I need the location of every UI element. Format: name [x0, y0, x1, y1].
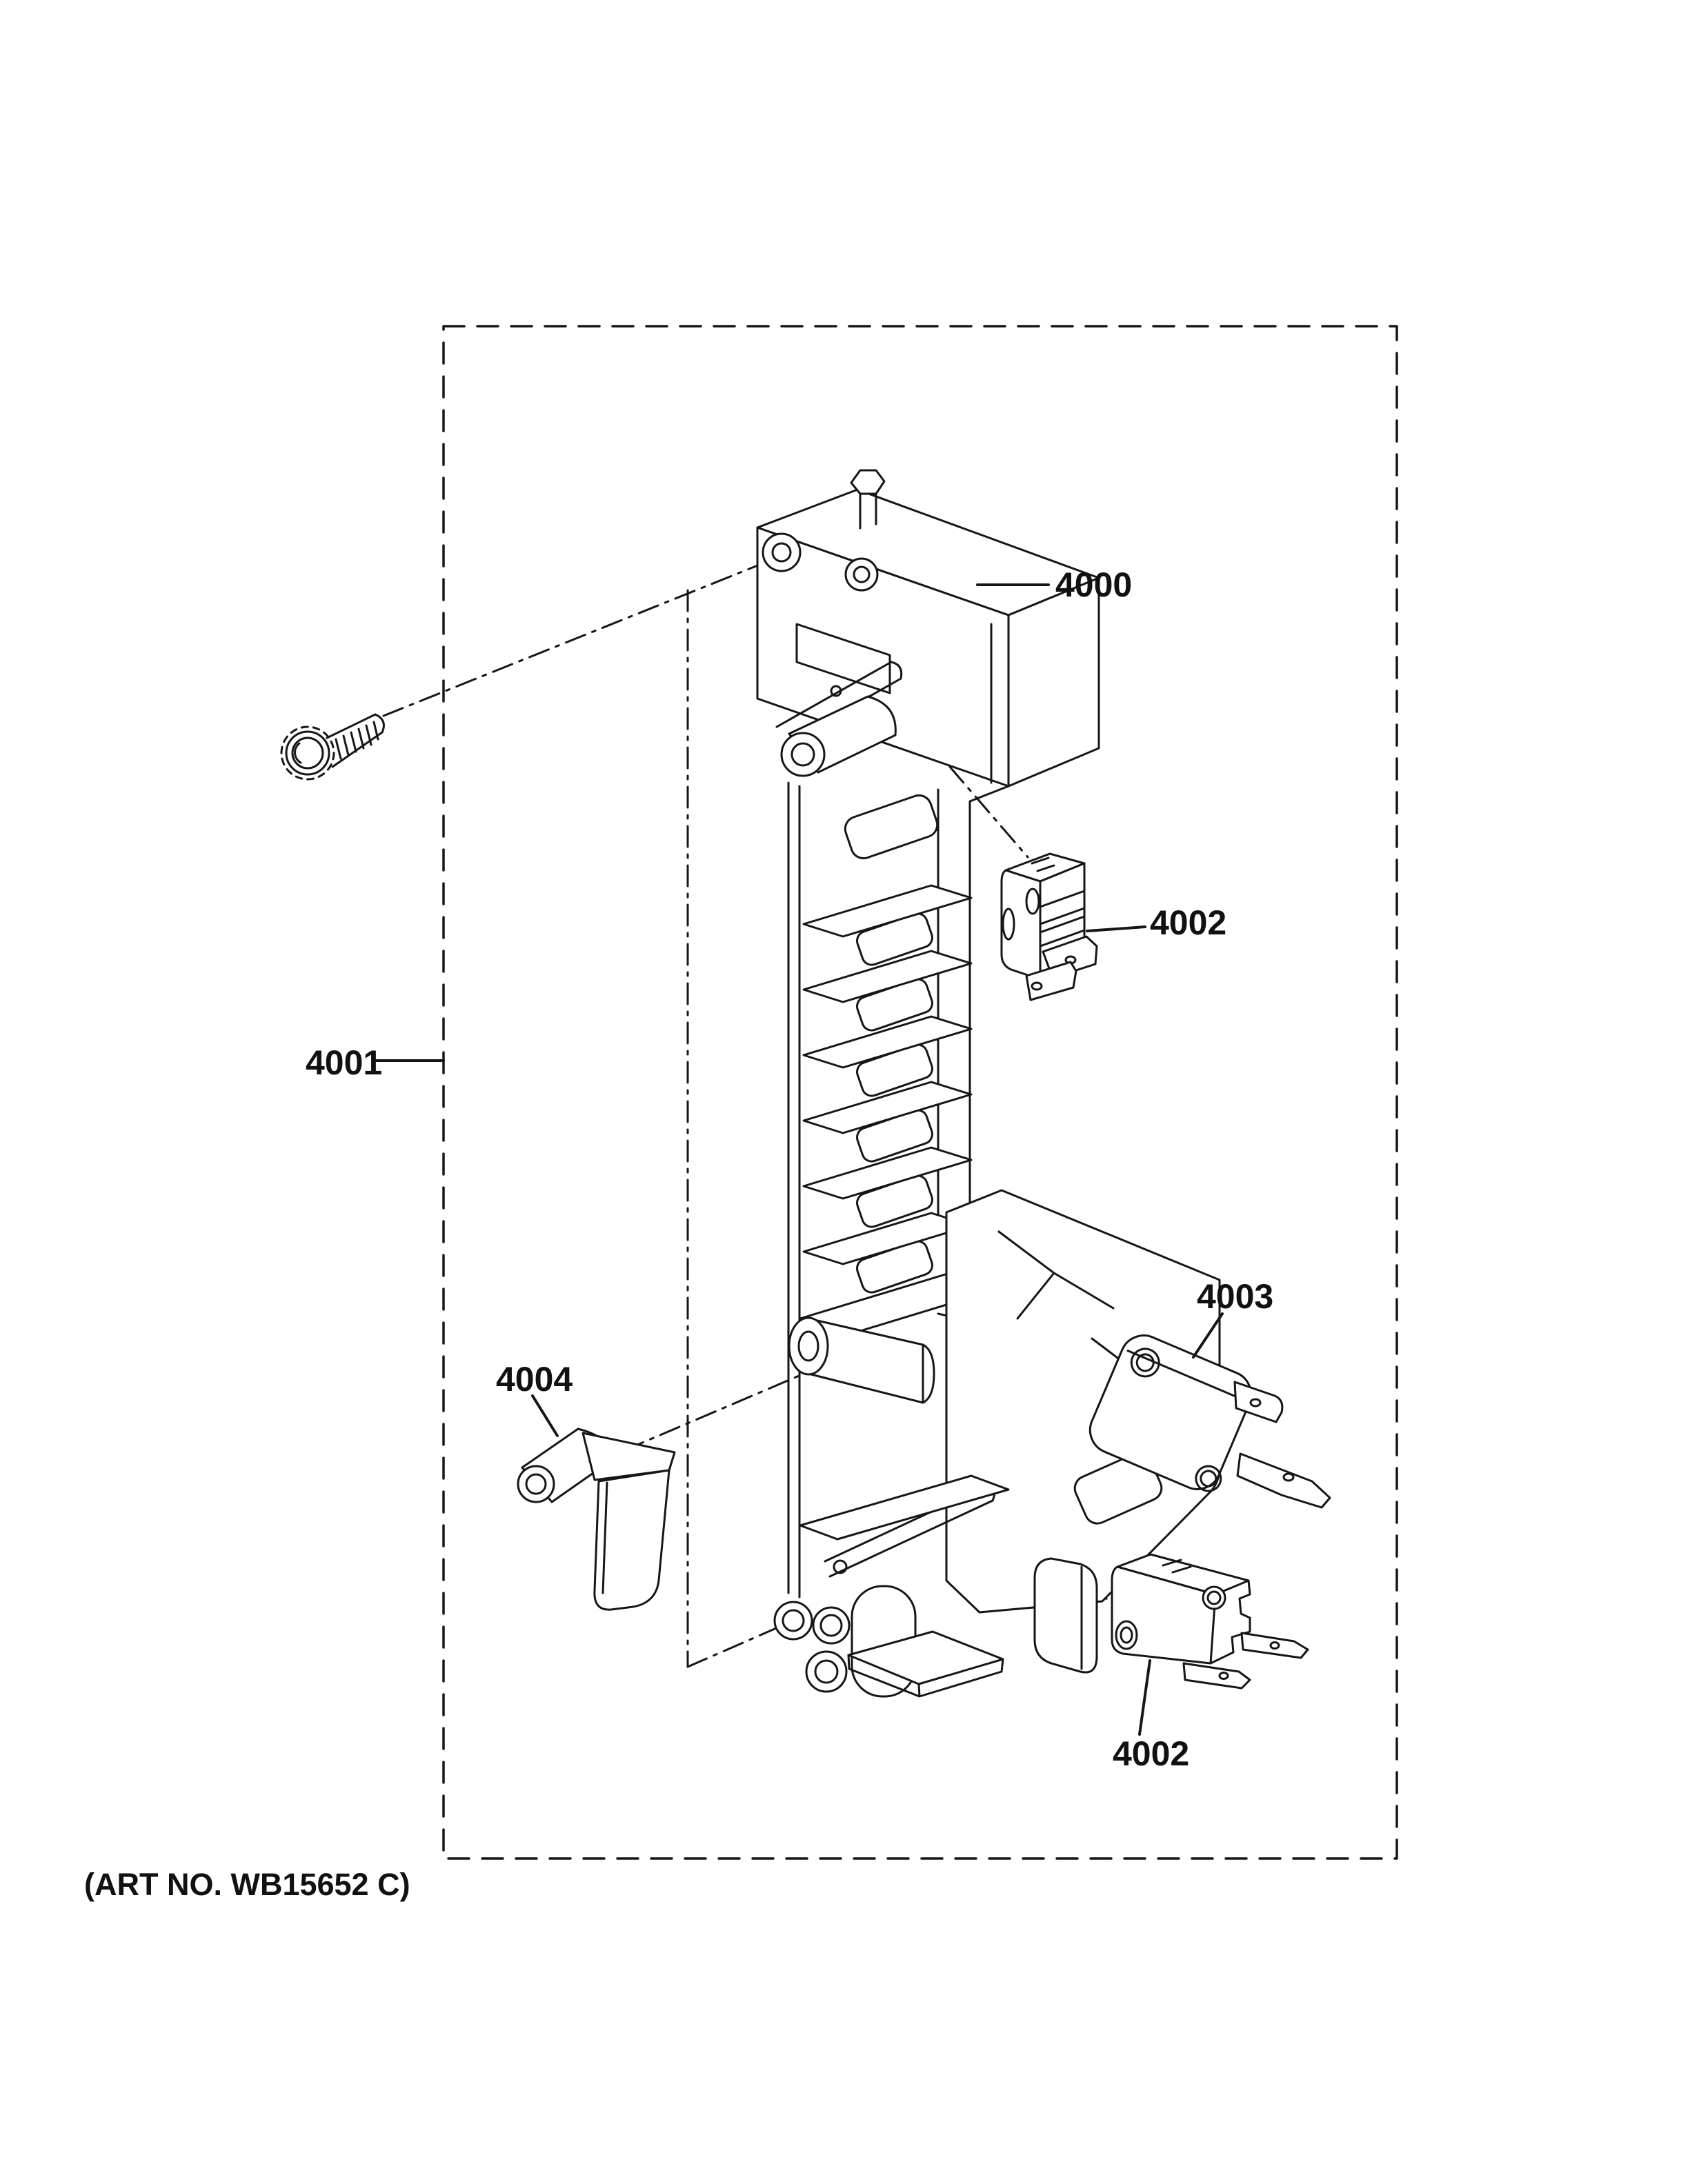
leader-4002-lower — [1138, 1659, 1151, 1736]
screw-shank — [326, 713, 385, 768]
slat-2 — [802, 950, 973, 1003]
switch-upper-terminal-2 — [1025, 961, 1077, 1001]
upper-switch-axis-line — [948, 765, 1029, 859]
switch-lower-terminal-1 — [1240, 1632, 1309, 1659]
left-rail — [787, 781, 801, 1599]
switch-upper-bands — [1039, 890, 1086, 948]
switch-lower-terminal-2 — [1182, 1662, 1251, 1690]
monitor-switch-terminal-1 — [1233, 1381, 1284, 1423]
switch-lower-side-steps — [1209, 1579, 1251, 1665]
lower-boss-axis-line — [686, 1616, 803, 1668]
lever-blade-edge — [602, 1481, 608, 1594]
switch-lower-boss-1 — [1202, 1585, 1226, 1610]
switch-upper-vents — [1031, 856, 1055, 872]
roller-end — [780, 732, 826, 777]
switch-lower-boss-1-bore — [1206, 1590, 1222, 1605]
monitor-switch-boss-bottom-bore — [1200, 1470, 1217, 1487]
bottom-boss-lower — [805, 1650, 848, 1693]
mounting-screw-drawing — [280, 713, 385, 781]
mount-hole-upper-left-bore — [771, 542, 792, 563]
roller-bore — [791, 742, 815, 767]
monitor-switch-ridge — [1126, 1350, 1246, 1402]
callout-interlock-switch-lower: 4002 — [1113, 1734, 1189, 1773]
leader-4004 — [531, 1394, 559, 1437]
front-slot — [795, 623, 891, 694]
callout-latch-assembly: 4001 — [306, 1043, 382, 1082]
callouts: 4000 4001 4002 4003 4004 4002 — [306, 565, 1273, 1773]
switch-lower-vents — [1162, 1559, 1192, 1574]
interlock-switch-upper-drawing — [1000, 852, 1098, 1001]
torsion-rod-hole — [830, 685, 842, 697]
monitor-switch-terminal-1-hole — [1249, 1398, 1262, 1407]
bottom-boss-left — [773, 1601, 813, 1641]
mount-hole-upper-mid-bore — [853, 565, 871, 583]
mid-shelf — [799, 1474, 1010, 1541]
window-top — [844, 794, 939, 860]
bottom-boss-left-bore — [782, 1609, 805, 1632]
bottom-boss-right — [812, 1606, 851, 1645]
lever-blade — [593, 1469, 670, 1611]
callout-interlock-switch-upper: 4002 — [1150, 903, 1226, 942]
slat-1 — [802, 884, 973, 938]
lever-boss — [517, 1465, 555, 1503]
callout-latch-lever: 4004 — [496, 1360, 573, 1399]
switch-lower-front-face — [1111, 1565, 1217, 1665]
screw-threads — [335, 721, 379, 760]
callout-monitor-switch: 4003 — [1197, 1277, 1273, 1316]
assembly-boundary-box — [442, 325, 1398, 1860]
right-foot — [1033, 1557, 1098, 1674]
screw-head-slot — [294, 742, 302, 764]
screw-washer-teeth — [280, 725, 335, 781]
switch-lower-terminal-1-hole — [1269, 1641, 1280, 1650]
latch-finger-2 — [1053, 1272, 1115, 1310]
latch-right-face — [1007, 577, 1100, 788]
monitor-switch-boss-top — [1130, 1348, 1160, 1378]
latch-body-drawing — [756, 469, 1221, 1698]
monitor-switch-boss-bottom — [1195, 1465, 1222, 1492]
interlock-switch-lower-drawing — [1111, 1553, 1309, 1690]
slat-5 — [802, 1146, 973, 1200]
screw-axis-line — [382, 545, 807, 717]
pivot-barrel-cap — [922, 1343, 935, 1404]
slat-3 — [802, 1015, 973, 1069]
switch-lower-boss-2 — [1115, 1620, 1138, 1650]
callout-latch-body: 4000 — [1055, 565, 1132, 604]
monitor-switch-drawing — [1088, 1334, 1331, 1509]
art-number-text: (ART NO. WB15652 C) — [84, 1867, 410, 1902]
pivot-end — [788, 1316, 829, 1376]
latch-peg-cap — [850, 469, 886, 495]
switch-upper-terminal-2-hole — [1031, 981, 1043, 991]
switch-lower-terminal-2-hole — [1218, 1672, 1229, 1680]
slat-4 — [802, 1081, 973, 1134]
lever-boss-bore — [525, 1473, 547, 1495]
mount-hole-upper-left — [762, 532, 802, 572]
screw-head-inner — [291, 737, 324, 770]
leader-4003 — [1192, 1312, 1224, 1359]
monitor-switch-terminal-2-hole — [1282, 1472, 1295, 1482]
monitor-switch-boss-top-bore — [1135, 1353, 1155, 1372]
center-column — [937, 785, 1010, 1237]
release-rod-hole — [833, 1559, 848, 1574]
monitor-switch-terminal-2 — [1236, 1452, 1331, 1509]
pivot-bore — [797, 1330, 819, 1362]
latch-lever-drawing — [517, 1427, 676, 1611]
foot-plate-edge — [847, 1654, 1004, 1698]
bottom-boss-lower-bore — [814, 1659, 839, 1684]
switch-upper-left-face — [1000, 869, 1042, 981]
mount-hole-upper-mid — [844, 557, 879, 592]
bottom-boss-right-bore — [819, 1614, 843, 1637]
leader-4002-upper — [1086, 925, 1146, 932]
switch-upper-boss-1 — [1025, 888, 1040, 915]
switch-lower-boss-2-bore — [1120, 1626, 1133, 1644]
latch-peg-body — [859, 492, 877, 530]
switch-upper-boss-2 — [1002, 908, 1015, 941]
